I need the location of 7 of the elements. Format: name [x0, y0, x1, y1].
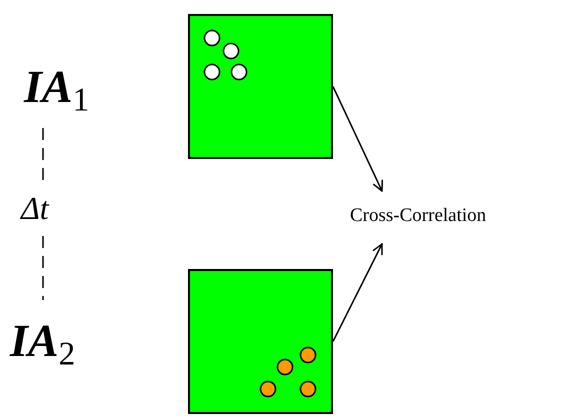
image-frame	[188, 269, 333, 414]
image-frame	[188, 14, 333, 159]
arrow	[332, 243, 383, 342]
image-label: IA$_{1}$	[24, 64, 90, 116]
arrow	[332, 86, 384, 192]
node-label: Cross-Correlation	[350, 204, 488, 228]
image-label: IA$_{2}$	[10, 318, 76, 370]
